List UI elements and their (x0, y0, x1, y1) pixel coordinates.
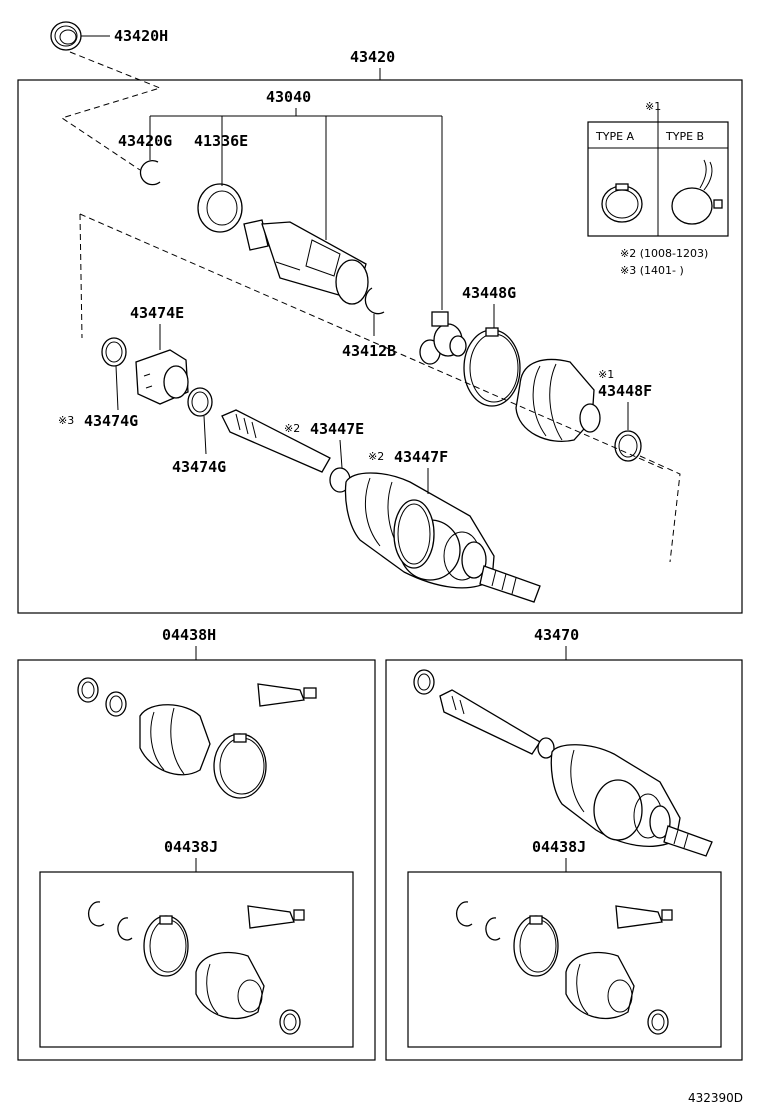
boot-clamp-43448f-icon (614, 430, 642, 462)
drive-shaft-icon (221, 409, 541, 603)
kit-04438j-left-contents-icon (87, 901, 305, 1035)
label-41336e: 41336E (194, 132, 248, 150)
label-04438h: 04438H (162, 626, 216, 644)
diagram-code: 432390D (688, 1091, 743, 1105)
label-04438j-right: 04438J (532, 838, 586, 856)
label-43474e: 43474E (130, 304, 184, 322)
label-43412b: 43412B (342, 342, 396, 360)
label-43474g-right: 43474G (172, 458, 226, 476)
label-43447e: 43447E (310, 420, 364, 438)
kit-04438h-grease-icon (257, 683, 317, 707)
clamp-type-a-icon (601, 183, 643, 223)
outboard-joint-housing-icon (243, 219, 369, 305)
kit-04438h-band-icon (213, 733, 267, 799)
tripod-joint-icon (419, 311, 467, 365)
mark-3-43474g: ※3 (58, 414, 74, 427)
note-mark-3: ※3 (1401- ) (620, 264, 684, 277)
mark-1-43448f: ※1 (598, 368, 614, 381)
label-43040: 43040 (266, 88, 311, 106)
dynamic-damper-43474e-icon (135, 349, 189, 405)
seal-41336e-icon (197, 183, 243, 233)
legend-type-a-label: TYPE A (595, 130, 635, 143)
boot-clamp-43448g-icon (463, 327, 521, 407)
label-43420g: 43420G (118, 132, 172, 150)
label-43420: 43420 (350, 48, 395, 66)
label-43420h: 43420H (114, 27, 168, 45)
clamp-type-legend: TYPE A TYPE B ※1 (587, 100, 729, 237)
inboard-boot-icon (515, 358, 601, 442)
snap-ring-43420g-icon (139, 160, 161, 186)
oil-seal-43420h-icon (50, 21, 82, 51)
label-43448g: 43448G (462, 284, 516, 302)
damper-clamp-right-icon (187, 387, 213, 417)
label-04438j-left: 04438J (164, 838, 218, 856)
snap-ring-43412b-icon (364, 287, 385, 315)
label-43474g-left: 43474G (84, 412, 138, 430)
kit-04438j-right-contents-icon (455, 901, 673, 1035)
label-43447f: 43447F (394, 448, 448, 466)
kit-04438j-right-frame (407, 871, 722, 1048)
clamp-type-b-icon (671, 159, 723, 225)
mark-2-43447e: ※2 (284, 422, 300, 435)
mark-2-43447f: ※2 (368, 450, 384, 463)
damper-clamp-left-icon (101, 337, 127, 367)
label-43448f: 43448F (598, 382, 652, 400)
label-43470: 43470 (534, 626, 579, 644)
kit-04438h-boot-icon (139, 704, 211, 776)
kit-04438h-clamps-icon (77, 677, 127, 717)
note-mark-2: ※2 (1008-1203) (620, 247, 708, 260)
legend-mark-1: ※1 (645, 100, 661, 113)
legend-type-b-label: TYPE B (665, 130, 704, 143)
assembly-43470-frame (385, 659, 743, 1061)
boot-clamp-43447f-icon (393, 499, 435, 569)
assembly-43470-icon (413, 669, 713, 857)
kit-04438j-left-frame (39, 871, 354, 1048)
